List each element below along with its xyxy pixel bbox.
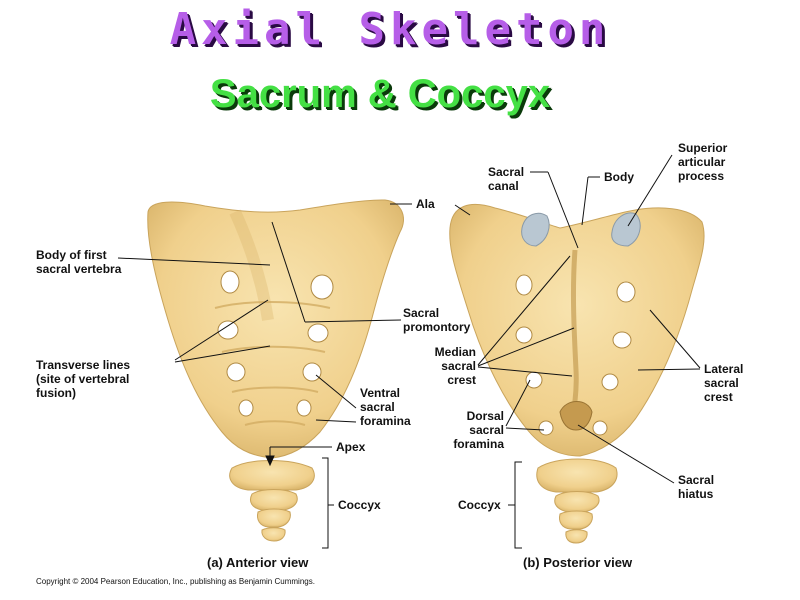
dorsal-foramen (601, 373, 619, 391)
caption-posterior-view: (b) Posterior view (523, 555, 633, 570)
dorsal-foramen (515, 326, 533, 344)
ventral-foramen (217, 320, 239, 340)
label-sacral-promontory: Sacral promontory (403, 306, 471, 334)
ventral-foramen (302, 362, 322, 382)
label-median-sacral-crest: Median sacral crest (434, 345, 476, 387)
dorsal-foramen (592, 420, 608, 436)
copyright-notice: Copyright © 2004 Pearson Education, Inc.… (36, 577, 315, 586)
caption-anterior-view: (a) Anterior view (207, 555, 309, 570)
dorsal-foramen (525, 371, 543, 389)
anterior-coccyx (229, 460, 315, 542)
ventral-foramen (226, 362, 246, 382)
dorsal-foramen (538, 420, 554, 436)
ventral-foramen (310, 274, 334, 300)
label-dorsal-sacral-foramina: Dorsal sacral foramina (453, 409, 504, 451)
label-sacral-canal: Sacral canal (488, 165, 525, 193)
label-coccyx-posterior: Coccyx (458, 498, 501, 512)
label-coccyx-anterior: Coccyx (338, 498, 381, 512)
label-sacral-hiatus: Sacral hiatus (678, 473, 715, 501)
label-ventral-sacral-foramina: Ventral sacral foramina (360, 386, 411, 428)
ventral-foramen (238, 399, 254, 417)
dorsal-foramen (616, 281, 636, 303)
ventral-foramen (220, 270, 240, 294)
label-transverse-lines: Transverse lines (site of vertebral fusi… (36, 358, 131, 400)
ventral-foramen (296, 399, 312, 417)
anterior-sacrum (147, 199, 404, 542)
label-body: Body (604, 170, 634, 184)
dorsal-foramen (612, 331, 632, 349)
leader-lines-posterior (454, 154, 701, 549)
label-superior-articular-process: Superior articular process (678, 141, 728, 183)
label-body-of-first-sacral-vertebra: Body of first sacral vertebra (36, 248, 122, 276)
ventral-foramen (307, 323, 329, 343)
dorsal-foramen (515, 274, 533, 296)
superior-articular-process (611, 212, 641, 247)
page-title: Axial Skeleton (169, 4, 611, 55)
label-ala: Ala (416, 197, 435, 211)
page-subtitle: Sacrum & Coccyx (209, 72, 551, 116)
posterior-sacrum (449, 204, 705, 544)
sacral-hiatus (559, 401, 593, 431)
label-apex: Apex (336, 440, 366, 454)
posterior-coccyx (536, 458, 618, 544)
superior-articular-process (521, 212, 550, 247)
leader-lines-anterior (117, 203, 412, 549)
label-lateral-sacral-crest: Lateral sacral crest (704, 362, 744, 404)
